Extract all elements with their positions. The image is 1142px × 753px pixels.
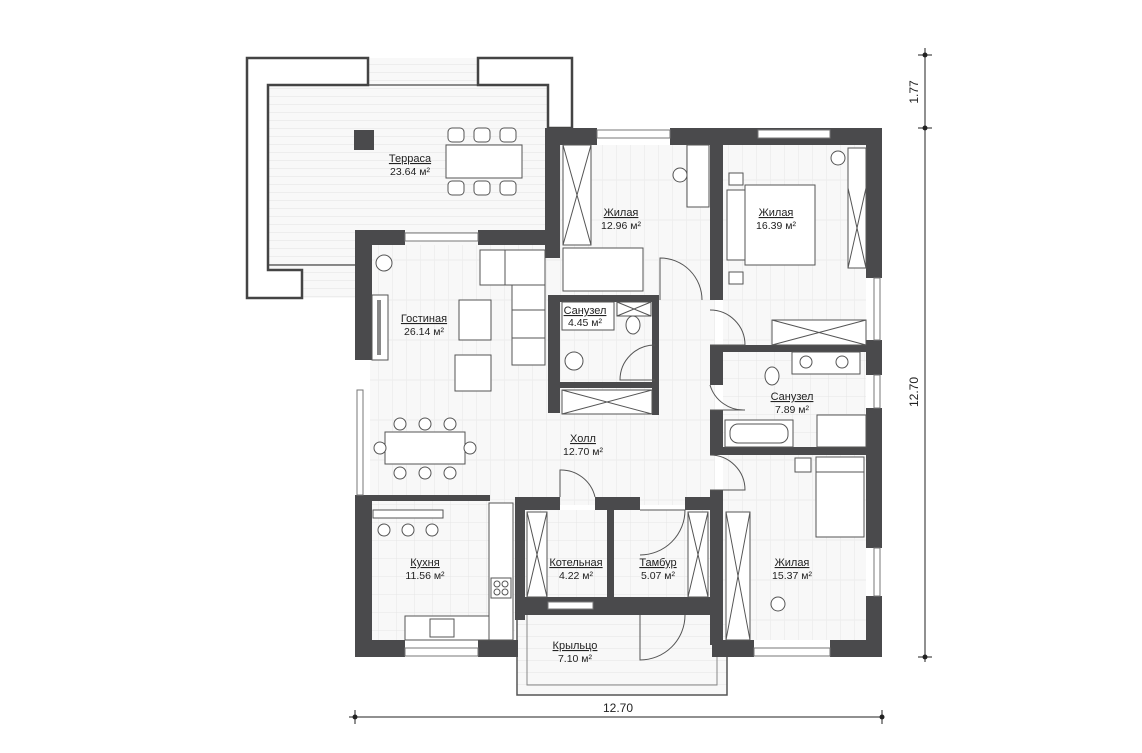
terrace-area: 23.64 м²	[390, 166, 430, 178]
bath1-area: 4.45 м²	[568, 317, 603, 329]
porch-floor	[517, 615, 727, 695]
walls	[355, 128, 882, 657]
windows	[356, 129, 881, 657]
terrace-post	[354, 130, 374, 150]
bed1	[562, 247, 644, 292]
bedroom1-name: Жилая	[604, 207, 639, 219]
doors	[559, 257, 746, 661]
terrace-offset-dimension: 1.77	[907, 80, 921, 104]
kitchen-area: 11.56 м²	[405, 570, 445, 582]
hall-floor	[550, 250, 715, 505]
sink1	[564, 351, 584, 371]
sofa-top	[479, 249, 546, 286]
sofa-side	[511, 284, 546, 366]
boiler-area: 4.22 м²	[559, 570, 594, 582]
porch-area: 7.10 м²	[558, 653, 593, 665]
porch-name: Крыльцо	[553, 640, 598, 652]
bath1-label-box	[561, 301, 615, 331]
bath2-name: Санузел	[771, 391, 814, 403]
living-name: Гостиная	[401, 313, 447, 325]
height-dimension: 12.70	[907, 377, 921, 407]
terrace	[245, 56, 574, 300]
terrace-chairs	[447, 127, 517, 196]
stove	[490, 577, 512, 599]
plant	[375, 254, 393, 272]
bedroom3-area: 15.37 м²	[772, 570, 812, 582]
vestibule-area: 5.07 м²	[641, 570, 676, 582]
bed2	[744, 184, 816, 266]
boiler-name: Котельная	[549, 557, 602, 569]
bedroom1-area: 12.96 м²	[601, 220, 641, 232]
armchair	[458, 299, 492, 341]
bath1-name: Санузел	[564, 305, 607, 317]
furniture	[371, 144, 867, 641]
room-labels: Терраса 23.64 м² Жилая 12.96 м² Жилая 16…	[389, 153, 814, 665]
bath2-area: 7.89 м²	[775, 404, 810, 416]
bedroom3-name: Жилая	[775, 557, 810, 569]
wardrobe2	[847, 147, 867, 269]
living-area: 26.14 м²	[404, 326, 444, 338]
hall-area: 12.70 м²	[563, 446, 603, 458]
kitchen-sink	[429, 618, 455, 638]
width-dimension: 12.70	[603, 701, 633, 715]
desk1	[686, 144, 710, 208]
dimension-lines	[349, 48, 932, 724]
toilet1	[625, 315, 641, 335]
coffee-table	[454, 354, 492, 392]
bedroom2-area: 16.39 м²	[756, 220, 796, 232]
bedroom2-name: Жилая	[759, 207, 794, 219]
dining-table	[384, 431, 466, 465]
terrace-railing-left	[245, 56, 370, 300]
vestibule-name: Тамбур	[639, 557, 676, 569]
kitchen-name: Кухня	[410, 557, 439, 569]
shower	[816, 414, 867, 448]
terrace-table	[445, 144, 523, 179]
kitchen-counter	[488, 502, 514, 641]
toilet2	[764, 366, 780, 386]
hall-name: Холл	[570, 433, 596, 445]
terrace-name: Терраса	[389, 153, 432, 165]
